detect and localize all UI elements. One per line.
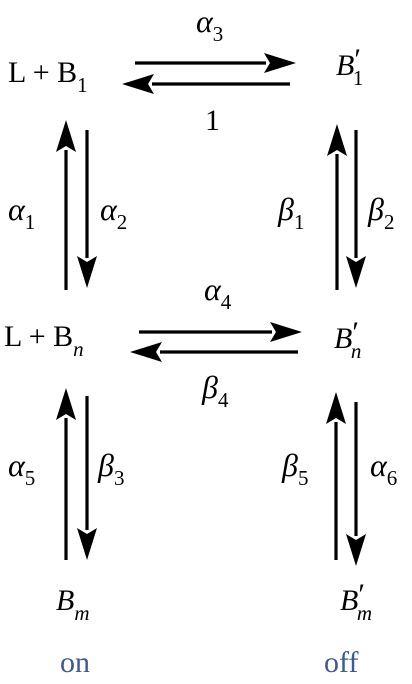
species-L-plus-Bn-sub: n	[73, 337, 84, 361]
species-Bn-prime: B′n	[334, 316, 361, 363]
rate-right-down-symbol: β	[367, 191, 384, 227]
rate-bot-right-down-sub: 6	[387, 466, 398, 490]
rate-bot-left-up-sub: 5	[25, 466, 36, 490]
rate-right-up-sub: 1	[294, 210, 305, 234]
rate-bot-right-up-sub: 5	[298, 466, 309, 490]
arrow-mid-reverse	[130, 342, 298, 362]
rate-top-reverse: 1	[205, 104, 220, 137]
footer-off-label: off	[324, 646, 358, 679]
arrow-bot-right-down	[346, 402, 366, 566]
rate-right-down-sub: 2	[384, 210, 395, 234]
rate-bot-left-down-sub: 3	[114, 466, 125, 490]
rate-bot-right-down-symbol: α	[370, 447, 388, 483]
rate-bot-left-down-symbol: β	[97, 447, 114, 483]
rate-right-up-symbol: β	[277, 191, 294, 227]
footer-on-label: on	[60, 646, 90, 679]
arrow-left-down	[77, 130, 97, 288]
rate-bot-left-up-symbol: α	[8, 447, 26, 483]
species-B1-prime-mark: ′	[354, 43, 361, 76]
arrow-right-up	[327, 124, 347, 290]
rate-mid-reverse-sub: 4	[218, 388, 229, 412]
rate-mid-forward-sub: 4	[221, 290, 232, 314]
species-Bm: Bm	[56, 584, 90, 625]
rate-top-forward-symbol: α	[196, 3, 214, 39]
species-L-plus-B1: L + B1	[8, 56, 88, 97]
arrow-right-down	[346, 130, 366, 288]
species-Bm-prime-mark: ′	[358, 578, 365, 611]
species-L-plus-B1-sub: 1	[77, 73, 88, 97]
species-L-plus-Bn: L + Bn	[4, 320, 84, 361]
arrow-top-forward	[135, 53, 296, 73]
species-Bm-prime: B′m	[340, 578, 372, 625]
species-Bm-base: B	[56, 584, 74, 617]
rate-bot-right-up-symbol: β	[281, 447, 298, 483]
rate-mid-forward: α4	[204, 271, 232, 314]
rate-bot-left-down: β3	[97, 447, 124, 490]
species-L-plus-B1-prefix: L + B	[8, 56, 77, 89]
species-L-plus-Bn-prefix: L + B	[4, 320, 73, 353]
rate-left-down-sub: 2	[117, 210, 128, 234]
species-Bm-prime-base: B	[340, 584, 358, 617]
rate-left-down-symbol: α	[100, 191, 118, 227]
rate-bot-right-down: α6	[370, 447, 397, 490]
arrow-bot-left-down	[77, 396, 97, 560]
rate-top-forward-sub: 3	[213, 22, 224, 46]
rate-right-up: β1	[277, 191, 304, 234]
rate-mid-reverse: β4	[201, 369, 229, 412]
species-Bn-prime-base: B	[334, 322, 352, 355]
rate-left-up-sub: 1	[25, 210, 36, 234]
rate-left-up-symbol: α	[8, 191, 26, 227]
rate-right-down: β2	[367, 191, 394, 234]
species-Bm-sub: m	[74, 601, 89, 625]
species-B1-prime-base: B	[336, 49, 354, 82]
species-B1-prime-sub: 1	[353, 66, 364, 90]
arrow-bot-right-up	[326, 392, 346, 560]
species-B1-prime: B′1	[336, 43, 363, 90]
arrow-left-up	[56, 120, 76, 290]
rate-mid-forward-symbol: α	[204, 271, 222, 307]
rate-top-forward: α3	[196, 3, 223, 46]
rate-mid-reverse-symbol: β	[201, 369, 218, 405]
arrow-bot-left-up	[56, 388, 76, 560]
species-Bn-prime-sub: n	[351, 339, 362, 363]
rate-bot-left-up: α5	[8, 447, 35, 490]
rate-left-down: α2	[100, 191, 127, 234]
rate-left-up: α1	[8, 191, 35, 234]
arrow-top-reverse	[122, 74, 290, 94]
species-Bm-prime-sub: m	[357, 601, 372, 625]
rate-bot-right-up: β5	[281, 447, 308, 490]
species-Bn-prime-mark: ′	[352, 316, 359, 349]
arrow-mid-forward	[139, 322, 302, 342]
